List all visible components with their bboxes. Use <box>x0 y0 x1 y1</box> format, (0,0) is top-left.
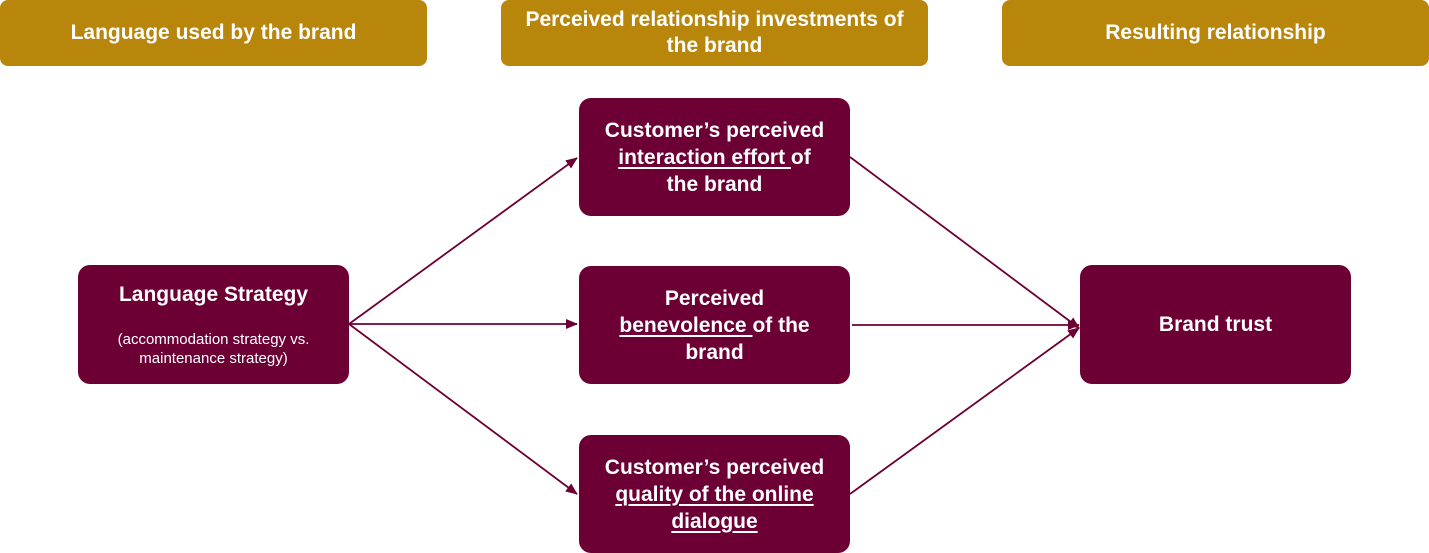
interaction-effort-line3: the brand <box>666 172 763 196</box>
benevolence-underlined: benevolence <box>619 313 753 337</box>
benevolence-line2: benevolence of the <box>619 312 809 339</box>
header-language-used: Language used by the brand <box>0 0 427 66</box>
node-interaction-effort: Customer’s perceived interaction effort … <box>579 98 850 216</box>
dialogue-quality-underlined-1: quality of the online <box>615 482 814 506</box>
dialogue-quality-line1: Customer’s perceived <box>604 455 825 479</box>
arrow-effort-to-trust <box>849 156 1080 329</box>
interaction-effort-line1: Customer’s perceived <box>604 118 825 142</box>
language-strategy-title: Language Strategy <box>118 283 309 306</box>
language-strategy-subtitle: (accommodation strategy vs. maintenance … <box>117 331 310 367</box>
dialogue-quality-line3: dialogue <box>671 508 757 535</box>
node-dialogue-quality: Customer’s perceived quality of the onli… <box>579 435 850 553</box>
benevolence-line1: Perceived <box>664 286 765 310</box>
arrow-dialogue-to-trust <box>849 327 1080 495</box>
benevolence-line3: brand <box>685 340 744 364</box>
header-relationship-investments: Perceived relationship investments of th… <box>501 0 928 66</box>
header-relationship-investments-label: Perceived relationship investments of th… <box>525 8 904 57</box>
node-benevolence: Perceived benevolence of the brand <box>579 266 850 384</box>
interaction-effort-after: of <box>790 145 811 169</box>
node-brand-trust: Brand trust <box>1080 265 1351 384</box>
dialogue-quality-underlined-2: dialogue <box>671 509 758 533</box>
node-language-strategy: Language Strategy (accommodation strateg… <box>78 265 349 384</box>
arrow-strategy-to-dialogue <box>348 323 578 495</box>
dialogue-quality-line2: quality of the online <box>615 481 813 508</box>
brand-trust-title: Brand trust <box>1158 313 1273 336</box>
header-resulting-relationship-label: Resulting relationship <box>1105 21 1326 44</box>
header-resulting-relationship: Resulting relationship <box>1002 0 1429 66</box>
arrow-strategy-to-effort <box>348 157 578 325</box>
interaction-effort-underlined: interaction effort <box>618 145 791 169</box>
benevolence-after: of the <box>752 313 810 337</box>
interaction-effort-line2: interaction effort of <box>618 144 811 171</box>
header-language-used-label: Language used by the brand <box>70 21 357 44</box>
